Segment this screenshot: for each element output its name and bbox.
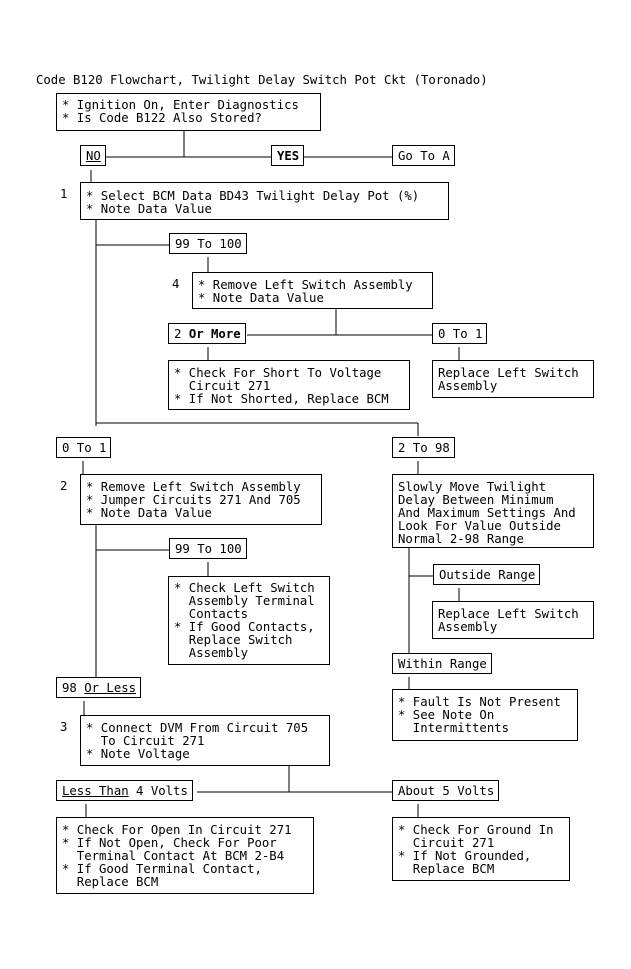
step2-line-2: * Jumper Circuits 271 And 705 [86, 493, 301, 507]
within-range-label: Within Range [392, 653, 492, 674]
terminal-line-4: * If Good Contacts, [174, 620, 315, 634]
slowly-line-2: Delay Between Minimum [398, 493, 554, 507]
start-line-1: * Ignition On, Enter Diagnostics [62, 98, 299, 112]
check-short-box: * Check For Short To Voltage Circuit 271… [168, 360, 410, 410]
step2-line-1: * Remove Left Switch Assembly [86, 480, 301, 494]
slowly-line-5: Normal 2-98 Range [398, 532, 524, 546]
replace-b-line-2: Assembly [438, 620, 498, 634]
range-2-or-more-label: 2 Or More [168, 323, 246, 344]
check-terminal-box: * Check Left Switch Assembly Terminal Co… [168, 576, 330, 665]
goto-a-label: Go To A [392, 145, 455, 166]
four-volts-suffix: 4 Volts [128, 784, 188, 798]
open-line-2: * If Not Open, Check For Poor [62, 836, 277, 850]
step2-box: * Remove Left Switch Assembly * Jumper C… [80, 474, 322, 525]
slowly-line-4: Look For Value Outside [398, 519, 561, 533]
check-short-line-1: * Check For Short To Voltage [174, 366, 382, 380]
slowly-line-1: Slowly Move Twilight [398, 480, 547, 494]
open-line-1: * Check For Open In Circuit 271 [62, 823, 292, 837]
slowly-move-box: Slowly Move Twilight Delay Between Minim… [392, 474, 594, 548]
range-99-to-100-label: 99 To 100 [169, 233, 247, 254]
yes-label: YES [271, 145, 305, 166]
fault-line-3: Intermittents [398, 721, 510, 735]
about-5-volts-label: About 5 Volts [392, 780, 500, 801]
step4-line-1: * Remove Left Switch Assembly [198, 278, 413, 292]
step1-line-2: * Note Data Value [86, 202, 212, 216]
start-box: * Ignition On, Enter Diagnostics * Is Co… [56, 93, 321, 131]
ground-line-4: Replace BCM [398, 862, 495, 876]
step-number-2: 2 [60, 479, 68, 493]
step1-line-1: * Select BCM Data BD43 Twilight Delay Po… [86, 189, 420, 203]
ground-line-3: * If Not Grounded, [398, 849, 532, 863]
fault-not-present-box: * Fault Is Not Present * See Note On Int… [392, 689, 578, 741]
range-2-to-98-label: 2 To 98 [392, 437, 455, 458]
step-number-1: 1 [60, 187, 68, 201]
start-line-2: * Is Code B122 Also Stored? [62, 111, 262, 125]
fault-line-2: * See Note On [398, 708, 495, 722]
chart-title: Code B120 Flowchart, Twilight Delay Swit… [36, 73, 488, 87]
terminal-line-2: Assembly Terminal [174, 594, 315, 608]
range-0-to-1-label-b: 0 To 1 [56, 437, 112, 458]
step-number-3: 3 [60, 720, 68, 734]
fault-line-1: * Fault Is Not Present [398, 695, 561, 709]
check-short-line-3: * If Not Shorted, Replace BCM [174, 392, 389, 406]
step1-box: * Select BCM Data BD43 Twilight Delay Po… [80, 182, 449, 220]
open-line-3: Terminal Contact At BCM 2-B4 [62, 849, 285, 863]
terminal-line-1: * Check Left Switch [174, 581, 315, 595]
less-than-4-volts-label: Less Than 4 Volts [56, 780, 193, 801]
slowly-line-3: And Maximum Settings And [398, 506, 576, 520]
no-label: NO [80, 145, 106, 166]
step4-box: * Remove Left Switch Assembly * Note Dat… [192, 272, 433, 309]
terminal-line-3: Contacts [174, 607, 249, 621]
range-0-to-1-label-a: 0 To 1 [432, 323, 488, 344]
range-or-more-bold: Or More [188, 327, 241, 341]
terminal-line-5: Replace Switch [174, 633, 293, 647]
ground-line-1: * Check For Ground In [398, 823, 554, 837]
step3-line-2: To Circuit 271 [86, 734, 205, 748]
replace-a-line-2: Assembly [438, 379, 498, 393]
range-2-prefix: 2 [174, 327, 189, 341]
step4-line-2: * Note Data Value [198, 291, 324, 305]
check-open-box: * Check For Open In Circuit 271 * If Not… [56, 817, 314, 894]
terminal-line-6: Assembly [174, 646, 249, 660]
replace-switch-box-b: Replace Left Switch Assembly [432, 601, 594, 639]
range-99-to-100-label-b: 99 To 100 [169, 538, 247, 559]
open-line-4: * If Good Terminal Contact, [62, 862, 262, 876]
replace-switch-box-a: Replace Left Switch Assembly [432, 360, 594, 398]
range-98-prefix: 98 [62, 681, 85, 695]
check-short-line-2: Circuit 271 [174, 379, 271, 393]
step3-box: * Connect DVM From Circuit 705 To Circui… [80, 715, 330, 766]
check-ground-box: * Check For Ground In Circuit 271 * If N… [392, 817, 570, 881]
step3-line-3: * Note Voltage [86, 747, 190, 761]
range-98-or-less-label: 98 Or Less [56, 677, 142, 698]
step-number-4: 4 [172, 277, 180, 291]
less-than-underline: Less Than [62, 784, 129, 798]
step2-line-3: * Note Data Value [86, 506, 212, 520]
replace-a-line-1: Replace Left Switch [438, 366, 579, 380]
replace-b-line-1: Replace Left Switch [438, 607, 579, 621]
open-line-5: Replace BCM [62, 875, 159, 889]
ground-line-2: Circuit 271 [398, 836, 495, 850]
step3-line-1: * Connect DVM From Circuit 705 [86, 721, 309, 735]
range-or-less-underline: Or Less [84, 681, 137, 695]
outside-range-label: Outside Range [433, 564, 541, 585]
